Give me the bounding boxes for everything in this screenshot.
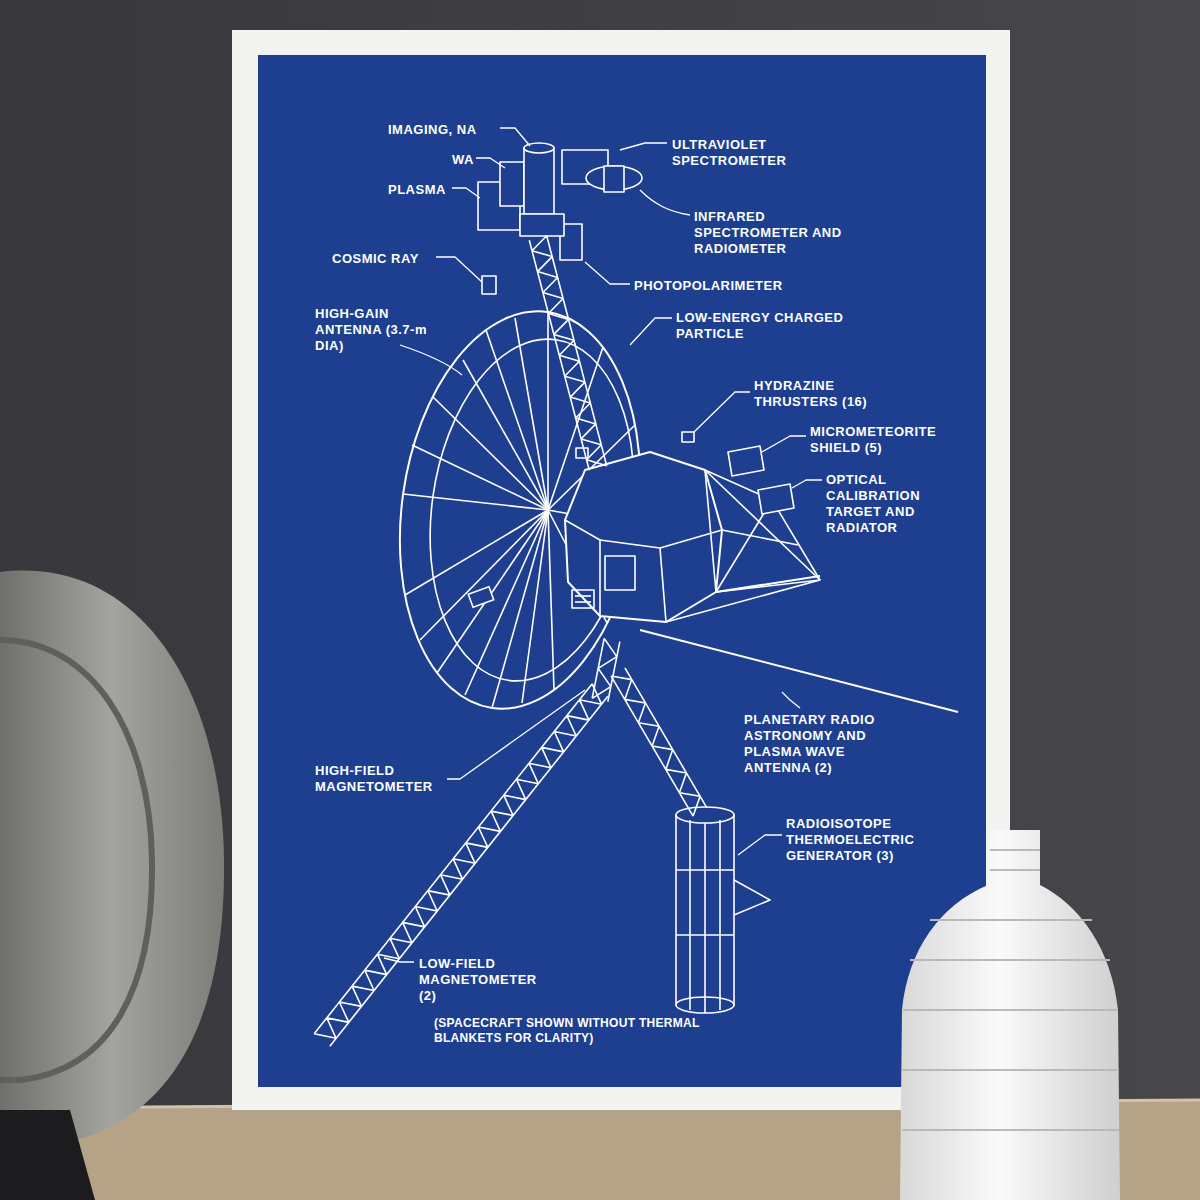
wide-angle-camera [500, 162, 524, 206]
rtg-band [676, 869, 734, 871]
leader-line [620, 143, 667, 150]
rtg-fin [689, 820, 691, 1010]
rtg-top [676, 807, 734, 823]
spacecraft-bus [565, 452, 722, 622]
vase-rib [902, 1129, 1119, 1131]
cosmic-ray-instrument [482, 276, 496, 294]
dish-rib [465, 510, 548, 695]
part-label: MICROMETEORITE SHIELD (5) [810, 424, 960, 456]
part-label: LOW-ENERGY CHARGED PARTICLE [676, 310, 844, 342]
leader-line [476, 158, 505, 168]
radio-antenna [716, 576, 820, 592]
vase-rib [902, 1069, 1119, 1071]
white-vase [900, 830, 1120, 1200]
dish-rib [437, 510, 548, 673]
leader-line [640, 190, 690, 215]
calibration-strut [705, 470, 820, 580]
platform-base [520, 214, 564, 236]
vase-ribs [902, 850, 1119, 1130]
leader-line [694, 392, 750, 432]
calibration-target [758, 484, 794, 514]
part-label: WA [452, 152, 474, 168]
part-label: HIGH-GAIN ANTENNA (3.7-m DIA) [315, 306, 433, 354]
truss-boom [611, 668, 707, 816]
part-label: COSMIC RAY [332, 251, 419, 267]
bus-panel-line [575, 601, 591, 603]
vase-rib [990, 849, 1040, 851]
leader-line [738, 835, 782, 855]
dish-rib [420, 510, 548, 640]
bus-edge [565, 520, 600, 616]
truss-boom [592, 638, 620, 701]
dish-rib [486, 330, 548, 510]
infrared-body [604, 166, 624, 192]
part-label: PLANETARY RADIO ASTRONOMY AND PLASMA WAV… [744, 712, 902, 776]
leader-line [384, 958, 414, 962]
dish-rib [547, 312, 549, 510]
dish-rib [463, 360, 548, 510]
poster-frame [232, 30, 1010, 1110]
part-label: HIGH-FIELD MAGNETOMETER [315, 763, 447, 795]
truss-boom [314, 684, 608, 1046]
dish-rib [403, 494, 548, 510]
blueprint-ground [258, 55, 986, 1087]
part-label: PLASMA [388, 182, 446, 198]
bus-panel-line [575, 595, 591, 597]
vase-rib [990, 869, 1040, 871]
leader-line [630, 318, 672, 345]
vase-rib [903, 1009, 1117, 1011]
booms [314, 236, 707, 1047]
bus-panel [605, 556, 635, 590]
bus-edge [600, 540, 666, 622]
leader-line [762, 436, 806, 452]
part-label: RADIOISOTOPE THERMOELECTRIC GENERATOR (3… [786, 816, 938, 864]
note-text: (SPACECRAFT SHOWN WITHOUT THERMAL BLANKE… [434, 1016, 712, 1046]
dark-stand [0, 1110, 95, 1200]
calibration-truss [705, 470, 820, 592]
rtg-fin [704, 823, 706, 1013]
rtg [676, 807, 770, 1013]
part-label: HYDRAZINE THRUSTERS (16) [754, 378, 902, 410]
vase-rib [910, 959, 1110, 961]
part-label: PHOTOPOLARIMETER [634, 278, 783, 294]
leader-line [792, 480, 822, 488]
narrow-angle-camera [524, 148, 554, 214]
bus-panel [572, 590, 594, 608]
rtg-fin [719, 820, 721, 1010]
leader-line [782, 692, 800, 708]
rtg-band [676, 934, 734, 936]
radio-antenna [640, 630, 958, 712]
micrometeorite-shield [728, 446, 764, 476]
dish-feed-box [468, 587, 493, 608]
leader-line [500, 128, 530, 146]
hydrazine-thruster [682, 432, 694, 442]
calibration-strut [722, 530, 798, 545]
leader-line [585, 262, 630, 284]
leader-line [436, 257, 482, 282]
dish-rib [548, 510, 554, 690]
part-label: ULTRAVIOLET SPECTROMETER [672, 137, 812, 169]
leader-line [400, 345, 462, 375]
vase-ring [0, 640, 152, 1080]
voyager-spacecraft [314, 128, 958, 1046]
dish-rib [492, 510, 548, 708]
rtg-bracket [734, 880, 770, 915]
part-label: OPTICAL CALIBRATION TARGET AND RADIATOR [826, 472, 946, 536]
part-label: INFRARED SPECTROMETER AND RADIOMETER [694, 209, 844, 257]
calibration-strut [666, 580, 820, 622]
dish-rib [412, 445, 548, 510]
leader-line [447, 690, 585, 779]
leader-line [452, 188, 480, 198]
grey-vase [0, 571, 224, 1146]
bus-edge [660, 530, 722, 548]
vase-rib [930, 919, 1092, 921]
part-label: IMAGING, NA [388, 122, 477, 138]
part-label: LOW-FIELD MAGNETOMETER (2) [419, 956, 551, 1004]
